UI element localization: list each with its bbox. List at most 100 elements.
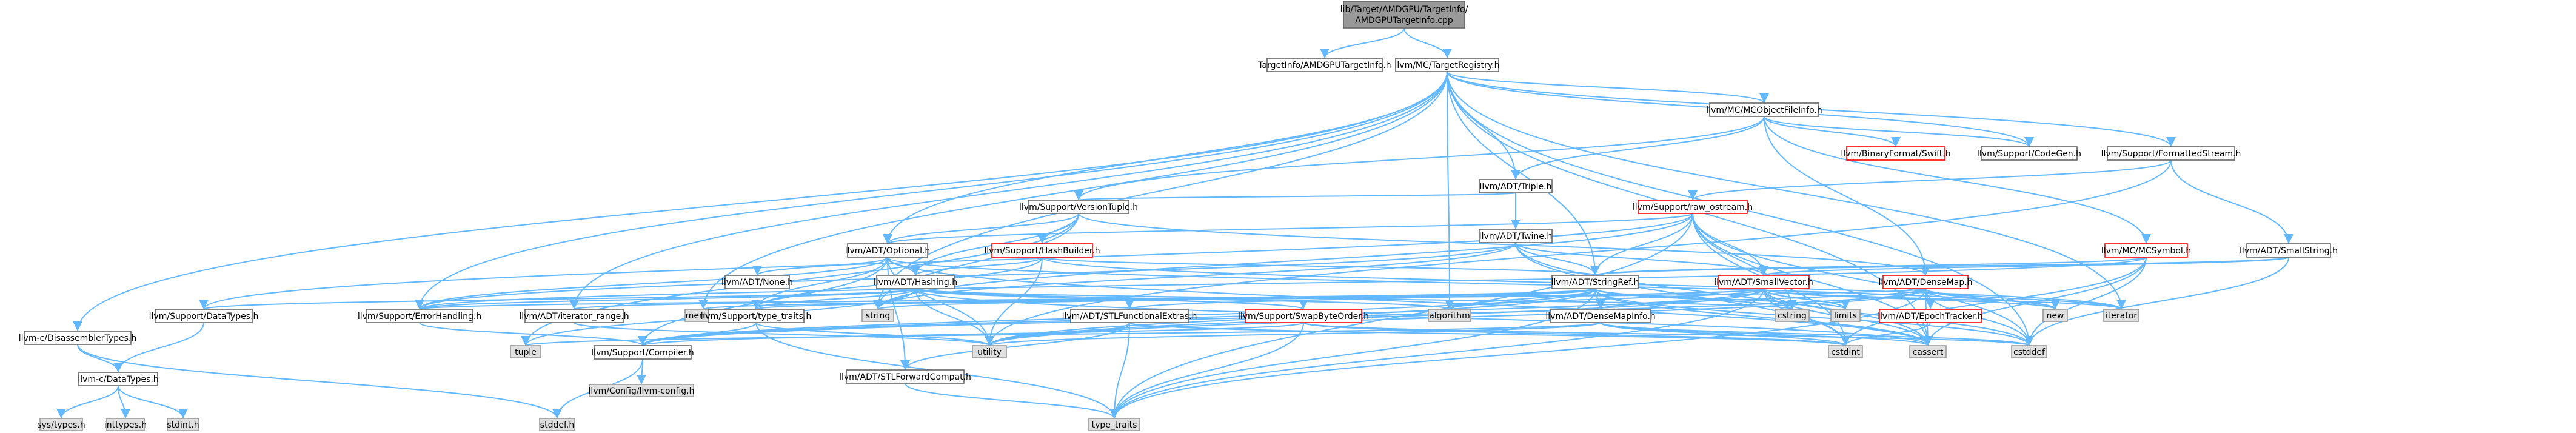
node-swapbyte[interactable]: llvm/Support/SwapByteOrder.h: [1238, 309, 1369, 323]
dependency-edge-hashb-to-stringref: [1042, 257, 1600, 276]
node-none[interactable]: llvm/ADT/None.h: [721, 275, 793, 289]
node-label: llvm/Support/raw_ostream.h: [1633, 203, 1753, 212]
node-objfile[interactable]: llvm/MC/MCObjectFileInfo.h: [1706, 102, 1822, 117]
node-hashing[interactable]: llvm/ADT/Hashing.h: [874, 275, 957, 289]
node-box: [106, 418, 145, 431]
node-inttypes: inttypes.h: [104, 418, 147, 431]
node-box: [2246, 243, 2331, 258]
node-optional[interactable]: llvm/ADT/Optional.h: [845, 243, 931, 258]
node-epoch[interactable]: llvm/ADT/EpochTracker.h: [1878, 309, 1983, 323]
node-box: [861, 309, 894, 322]
node-box: [78, 372, 158, 386]
node-triple[interactable]: llvm/ADT/Triple.h: [1479, 179, 1553, 193]
node-label: llvm/ADT/STLForwardCompat.h: [839, 372, 971, 382]
node-box: [1718, 275, 1810, 289]
node-mcsymbol[interactable]: llvm/MC/MCSymbol.h: [2101, 243, 2191, 258]
dependency-edge-cdata-to-stdint: [118, 385, 188, 419]
node-label: new: [2047, 311, 2064, 321]
node-label: llvm/ADT/Triple.h: [1480, 182, 1552, 192]
dependency-edge-smallvec-to-compiler: [638, 288, 1764, 346]
dependency-edge-stringref-to-algorithm: [1445, 288, 1596, 310]
node-ti[interactable]: TargetInfo/AMDGPUTargetInfo.h: [1257, 58, 1391, 72]
dependency-edge-treg-to-stringref: [1447, 71, 1600, 276]
dependency-edge-densemap-to-iterator: [1925, 288, 2126, 310]
node-box: [1638, 200, 1748, 214]
node-label: llvm/ADT/StringRef.h: [1551, 278, 1639, 287]
node-label: llvm/Support/SwapByteOrder.h: [1238, 312, 1369, 321]
dependency-edge-rawos-to-stdtt: [1109, 213, 1693, 419]
node-box: [1550, 309, 1651, 323]
node-stlfunc[interactable]: llvm/ADT/STLFunctionalExtras.h: [1062, 309, 1197, 323]
dependency-edge-fstream-to-utility: [985, 159, 2172, 346]
node-box: [846, 369, 965, 384]
node-iterator: iterator: [2103, 309, 2139, 322]
node-label: llvm/ADT/DenseMapInfo.h: [1545, 312, 1655, 321]
node-algorithm: algorithm: [1428, 309, 1471, 322]
node-label: llvm-c/DisassemblerTypes.h: [19, 334, 136, 343]
node-box: [24, 331, 132, 345]
node-compiler[interactable]: llvm/Support/Compiler.h: [591, 345, 694, 360]
node-treg[interactable]: llvm/MC/TargetRegistry.h: [1395, 58, 1500, 72]
dependency-edge-treg-to-string: [873, 71, 1448, 310]
node-label: cstddef: [2013, 347, 2046, 357]
dependency-edge-treg-to-iterator: [1447, 71, 2126, 310]
node-box: [991, 243, 1093, 258]
node-label: string: [866, 311, 890, 321]
node-densemap[interactable]: llvm/ADT/DenseMap.h: [1878, 275, 1973, 289]
node-box: [1088, 418, 1140, 431]
dependency-edge-disasm-to-stddef: [77, 344, 562, 419]
dependency-edge-hashb-to-hashing: [911, 257, 1043, 276]
node-disasm[interactable]: llvm-c/DisassemblerTypes.h: [19, 331, 136, 345]
node-dtypes[interactable]: llvm/Support/DataTypes.h: [149, 309, 259, 323]
dependency-edge-stringref-to-stlfunc: [1125, 288, 1596, 310]
node-label: tuple: [515, 347, 537, 357]
node-config: llvm/Config/llvm-config.h: [589, 384, 694, 397]
dependency-edge-rawos-to-optional: [883, 213, 1693, 244]
node-box: [1551, 275, 1639, 289]
node-binswift[interactable]: llvm/BinaryFormat/Swift.h: [1841, 146, 1951, 161]
dependency-edge-optional-to-typetraits: [751, 257, 888, 310]
node-box: [524, 309, 624, 323]
dependency-edge-smallvec-to-algorithm: [1445, 288, 1764, 310]
node-label: llvm/ADT/Hashing.h: [874, 278, 957, 287]
dependency-edge-fstream-to-rawos: [1688, 159, 2172, 201]
dependency-edge-smallvec-to-stdtt: [1109, 288, 1764, 419]
node-iterrange[interactable]: llvm/ADT/iterator_range.h: [519, 309, 629, 323]
node-stringref[interactable]: llvm/ADT/StringRef.h: [1551, 275, 1639, 289]
node-root[interactable]: lib/Target/AMDGPU/TargetInfo/AMDGPUTarge…: [1340, 1, 1468, 29]
node-hashb[interactable]: llvm/Support/HashBuilder.h: [984, 243, 1100, 258]
node-twine[interactable]: llvm/ADT/Twine.h: [1479, 229, 1553, 243]
node-errh[interactable]: llvm/Support/ErrorHandling.h: [358, 309, 481, 323]
node-label: cstring: [1778, 311, 1807, 321]
dependency-edge-typetraits-to-utility: [755, 322, 994, 346]
node-cassert: cassert: [1909, 345, 1947, 358]
dependency-edge-hashb-to-utility: [985, 257, 1043, 346]
node-cdata[interactable]: llvm-c/DataTypes.h: [78, 372, 159, 386]
node-vtuple[interactable]: llvm/Support/VersionTuple.h: [1019, 200, 1138, 214]
node-fstream[interactable]: llvm/Support/FormattedStream.h: [2101, 146, 2241, 161]
node-smallstr[interactable]: llvm/ADT/SmallString.h: [2240, 243, 2338, 258]
node-stlfwd[interactable]: llvm/ADT/STLForwardCompat.h: [839, 369, 971, 384]
node-typetraits[interactable]: llvm/Support/type_traits.h: [701, 309, 812, 323]
dependency-edge-swapbyte-to-cstdint: [1303, 322, 1850, 346]
node-box: [1395, 58, 1499, 72]
node-label: cassert: [1913, 347, 1944, 357]
dependency-edge-smallstr-to-cstddef: [2024, 257, 2289, 346]
node-box: [1775, 309, 1810, 322]
node-label: llvm/MC/TargetRegistry.h: [1395, 61, 1500, 70]
node-rawos[interactable]: llvm/Support/raw_ostream.h: [1633, 200, 1753, 214]
node-dmapinfo[interactable]: llvm/ADT/DenseMapInfo.h: [1545, 309, 1656, 323]
node-codegen[interactable]: llvm/Support/CodeGen.h: [1977, 146, 2081, 161]
node-box: [1828, 345, 1863, 358]
node-box: [510, 345, 541, 358]
node-box: [2103, 309, 2139, 322]
dependency-edge-rawos-to-cstring: [1692, 213, 1797, 310]
dependency-edge-mcsymbol-to-cstdint: [1841, 257, 2147, 346]
node-limits: limits: [1830, 309, 1861, 322]
node-label: type_traits: [1092, 420, 1137, 430]
node-box: [1266, 58, 1383, 72]
node-label: TargetInfo/AMDGPUTargetInfo.h: [1257, 61, 1391, 70]
node-new: new: [2042, 309, 2068, 322]
node-label: llvm/ADT/iterator_range.h: [519, 312, 629, 321]
node-smallvec[interactable]: llvm/ADT/SmallVector.h: [1714, 275, 1813, 289]
